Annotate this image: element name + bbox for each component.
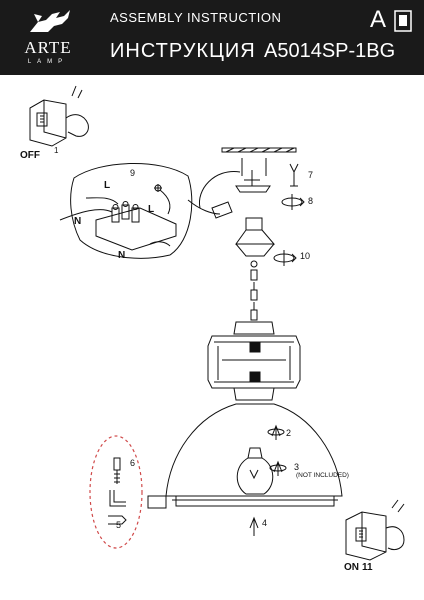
step-9-label: 9 [130,168,136,178]
up-arrow-3 [269,460,287,476]
step-8-label: 8 [308,196,314,206]
live-wire-label-2: L [148,204,155,215]
rotation-arrow-10 [273,250,297,266]
rotation-arrow-7 [289,163,299,187]
rotation-arrow-8 [281,194,305,210]
screw-icon [113,457,121,484]
not-included-note: (NOT INCLUDED) [296,472,349,479]
neutral-wire-label-2: N [118,250,126,261]
assembly-instruction-title: ASSEMBLY INSTRUCTION [110,10,282,25]
step-7-label: 7 [308,170,314,180]
step-11-label: 11 [362,562,373,573]
live-wire-label-1: L [104,180,111,191]
on-label: ON [344,562,359,573]
instruction-title-ru: ИНСТРУКЦИЯ [110,40,256,62]
brand-name: ARTE [24,38,72,57]
griffin-icon [30,10,70,32]
step-4-label: 4 [262,518,268,528]
canopy-icon [235,217,276,257]
category-letter: A [370,6,387,33]
ceiling-mount-icon [198,147,297,219]
neutral-wire-label-1: N [74,216,82,227]
wall-switch-on-icon [345,511,387,561]
lamp-shade-icon [165,403,343,507]
step-5-label: 5 [116,520,122,530]
hand-press-icon [65,85,89,137]
up-arrow-4 [249,516,259,536]
small-parts-circle [89,435,143,549]
model-number: A5014SP-1BG [264,40,396,62]
clip-icon [108,515,127,525]
lamp-cage-icon [207,321,301,401]
step-2-label: 2 [286,428,292,438]
step-1-label: 1 [54,146,59,155]
hand-press-icon-on [385,499,405,551]
wall-switch-off-icon [29,99,67,147]
manual-book-icon [394,10,412,32]
step-3-label: 3 [294,462,300,472]
header-bar: ARTE LAMP ASSEMBLY INSTRUCTION ИНСТРУКЦИ… [0,0,424,75]
brand-logo: ARTE LAMP [8,4,88,72]
step-6-label: 6 [130,458,136,468]
bracket-icon [109,490,126,507]
glass-diffuser-icon [147,495,167,509]
step-10-label: 10 [300,251,311,261]
up-arrow-2 [267,424,285,440]
light-bulb-icon [236,447,274,495]
off-label: OFF [20,150,40,161]
wiring-detail-icon [59,163,221,259]
chain-icon [250,260,258,321]
brand-subtitle: LAMP [27,59,69,65]
